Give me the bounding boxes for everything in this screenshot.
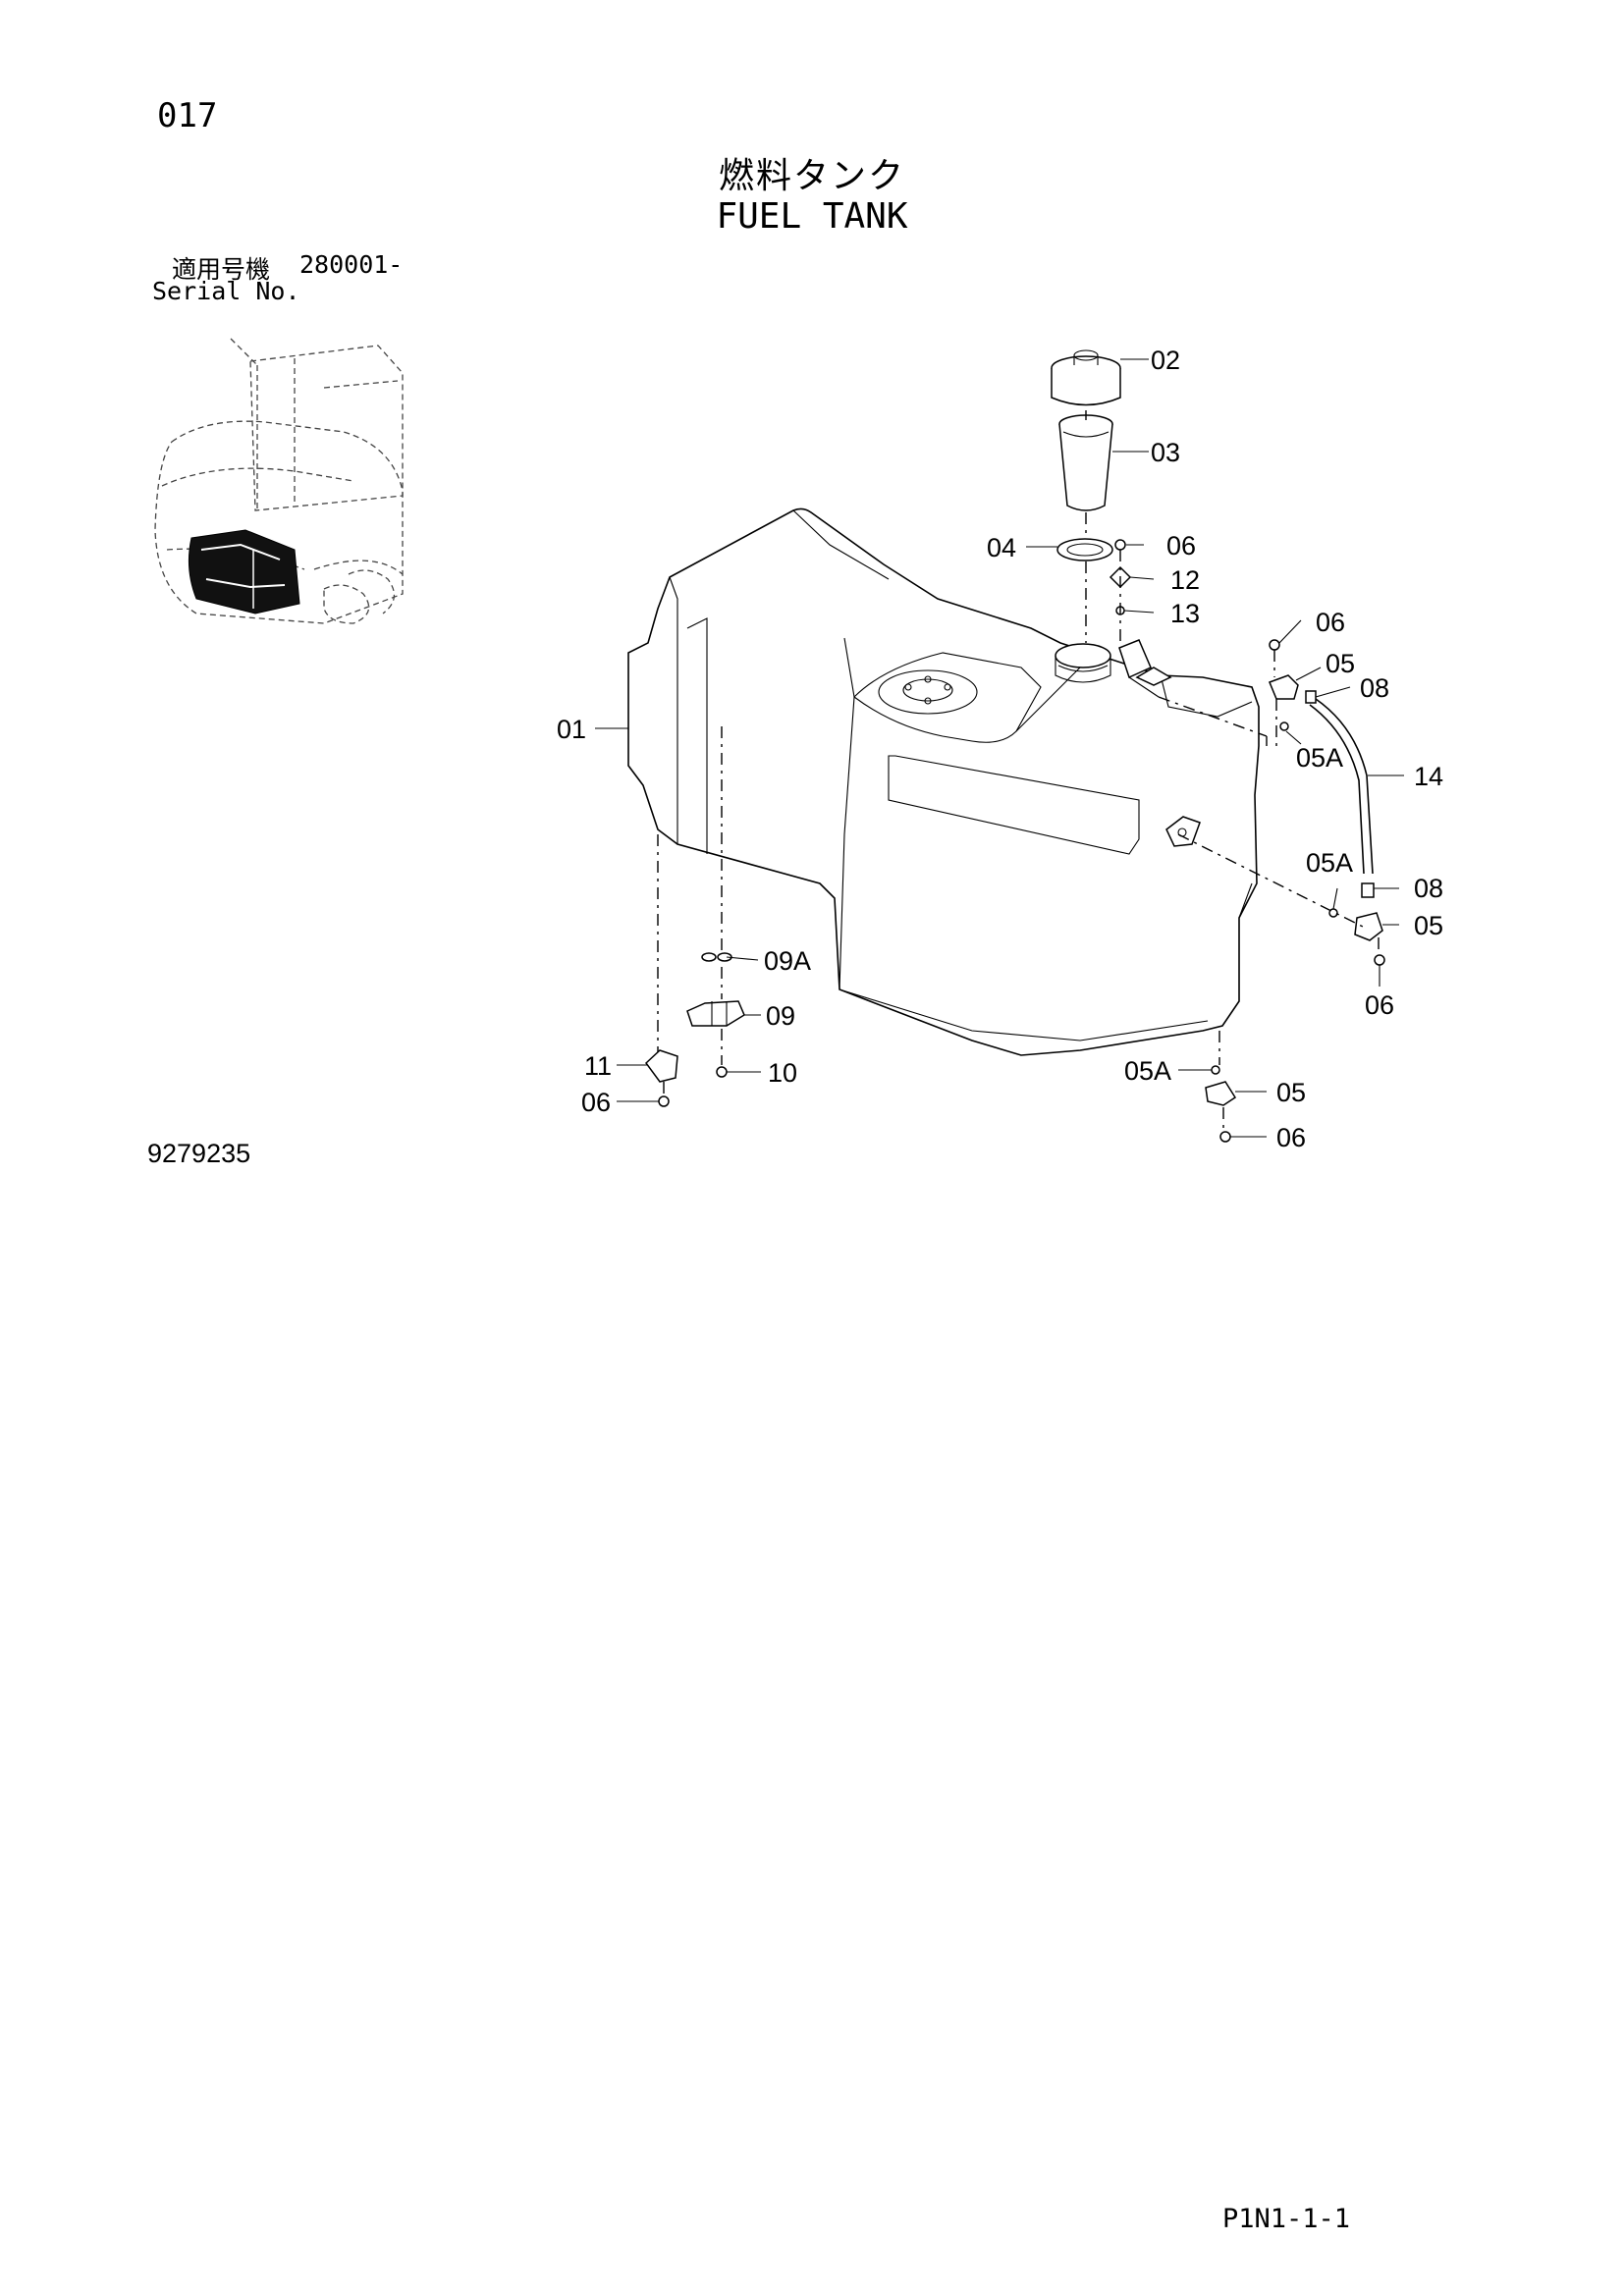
mount-09[interactable] xyxy=(686,1000,745,1027)
callout-09: 09 xyxy=(766,1001,795,1031)
callout-05a-mid: 05A xyxy=(1306,848,1353,878)
callout-04: 04 xyxy=(987,533,1016,562)
callout-06-right: 06 xyxy=(1316,608,1345,637)
callout-08-mid: 08 xyxy=(1414,874,1443,903)
page-title-en: FUEL TANK xyxy=(716,196,908,237)
callout-06-mid: 06 xyxy=(1365,990,1394,1020)
bolt-05a-right[interactable] xyxy=(1279,721,1289,731)
callout-11: 11 xyxy=(584,1051,612,1081)
hose-14[interactable] xyxy=(1309,698,1374,875)
serial-label-en: Serial No. xyxy=(152,277,300,305)
document-number: 9279235 xyxy=(147,1139,251,1168)
bolt-06-top[interactable] xyxy=(1114,539,1126,551)
callout-02: 02 xyxy=(1151,346,1180,375)
bracket-11[interactable] xyxy=(644,1049,678,1083)
leader-lines xyxy=(595,358,1404,1138)
callout-08-right: 08 xyxy=(1360,673,1389,703)
callout-06-top: 06 xyxy=(1166,531,1196,561)
bolt-06-left[interactable] xyxy=(658,1095,670,1107)
callout-09a: 09A xyxy=(764,946,811,976)
bolt-06-right[interactable] xyxy=(1269,639,1280,651)
callout-13: 13 xyxy=(1170,599,1200,628)
callout-10: 10 xyxy=(768,1058,797,1088)
bolt-10[interactable] xyxy=(716,1066,728,1078)
callout-labels: 02 03 04 06 12 13 06 05 08 05A 14 05A 08… xyxy=(557,346,1443,1152)
bracket-05-right[interactable] xyxy=(1269,674,1299,700)
strainer-filter[interactable] xyxy=(1058,414,1113,511)
bolt-06-bottom[interactable] xyxy=(1219,1131,1231,1143)
serial-label-jp: 適用号機 xyxy=(172,255,271,284)
locator-thumbnail xyxy=(154,338,404,624)
clamp-08-right[interactable] xyxy=(1305,690,1317,704)
fuel-tank-body[interactable] xyxy=(627,507,1260,1056)
callout-05-right: 05 xyxy=(1326,649,1355,678)
callout-01: 01 xyxy=(557,715,586,744)
bolt-05a-bottom[interactable] xyxy=(1211,1065,1220,1075)
serial-number: 280001- xyxy=(299,250,404,279)
page-title-jp: 燃料タンク xyxy=(718,156,905,196)
bracket-05-mid[interactable] xyxy=(1354,912,1383,941)
gasket-ring[interactable] xyxy=(1056,538,1113,561)
callout-05-mid: 05 xyxy=(1414,911,1443,940)
callout-05-bottom: 05 xyxy=(1276,1078,1306,1107)
fuel-cap[interactable] xyxy=(1051,349,1121,406)
bolt-06-mid[interactable] xyxy=(1374,954,1385,966)
callout-06-bottom: 06 xyxy=(1276,1123,1306,1152)
callout-06-left: 06 xyxy=(581,1088,611,1117)
callout-05a-bottom: 05A xyxy=(1124,1056,1171,1086)
callout-12: 12 xyxy=(1170,565,1200,595)
callout-14: 14 xyxy=(1414,762,1443,791)
page-number: 017 xyxy=(157,96,218,135)
page-code: P1N1-1-1 xyxy=(1222,2204,1351,2234)
callout-05a-right: 05A xyxy=(1296,743,1343,773)
washer-09a[interactable] xyxy=(701,952,732,962)
clamp-08-mid[interactable] xyxy=(1361,882,1375,898)
callout-03: 03 xyxy=(1151,438,1180,467)
bracket-05-bottom[interactable] xyxy=(1205,1081,1237,1106)
